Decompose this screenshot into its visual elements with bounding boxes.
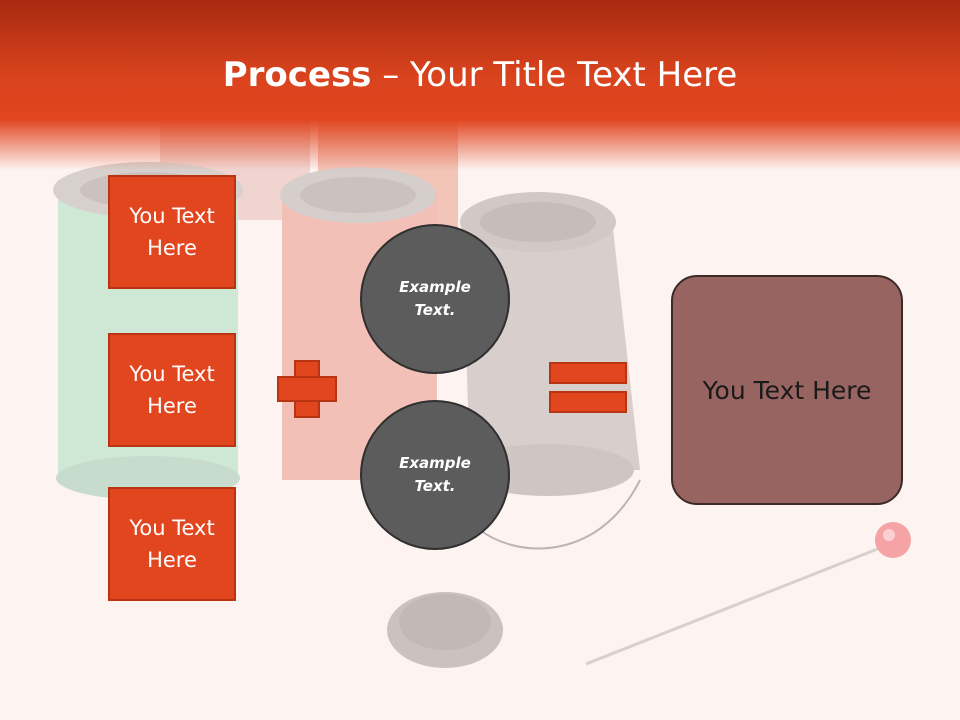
equals-icon-bottom-bar <box>549 391 627 413</box>
slide-title-bold: Process <box>222 55 372 95</box>
result-text-box-label: You Text Here <box>702 375 872 405</box>
left-text-box-label: You Text Here <box>129 362 215 418</box>
plus-icon-center <box>296 378 318 400</box>
left-text-box-label: You Text Here <box>129 204 215 260</box>
example-circle-2[interactable]: Example Text. <box>360 400 510 550</box>
example-circle-label: Example Text. <box>399 278 471 319</box>
equals-icon-top-bar <box>549 362 627 384</box>
slide-title: Process – Your Title Text Here <box>0 52 960 98</box>
left-text-box-1[interactable]: You Text Here <box>108 175 236 289</box>
example-circle-1[interactable]: Example Text. <box>360 224 510 374</box>
result-text-box[interactable]: You Text Here <box>671 275 903 505</box>
left-text-box-2[interactable]: You Text Here <box>108 333 236 447</box>
left-text-box-label: You Text Here <box>129 516 215 572</box>
header-band <box>0 0 960 170</box>
example-circle-label: Example Text. <box>399 454 471 495</box>
left-text-box-3[interactable]: You Text Here <box>108 487 236 601</box>
slide-title-rest: – Your Title Text Here <box>371 55 738 95</box>
